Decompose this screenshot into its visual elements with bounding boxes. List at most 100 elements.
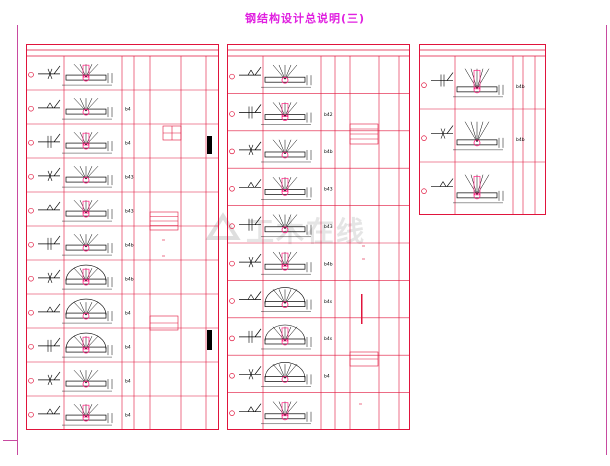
- row-circle-icon: [28, 343, 34, 350]
- row-circle-icon: [28, 207, 34, 214]
- weld-symbol-icon: [446, 125, 454, 134]
- bevel-detail-icon: [264, 324, 306, 341]
- weld-symbol-icon: [47, 170, 53, 182]
- bevel-detail-icon: [284, 214, 298, 229]
- bevel-detail-icon: [281, 177, 289, 192]
- bevel-detail-icon: [284, 102, 298, 117]
- bevel-detail-icon: [464, 68, 478, 89]
- weld-symbol-icon: [254, 216, 262, 225]
- row-circle-icon: [28, 275, 34, 282]
- bevel-detail-icon: [464, 174, 478, 195]
- bevel-detail-icon: [476, 68, 490, 89]
- bevel-detail-icon: [281, 76, 289, 84]
- bevel-detail-icon: [82, 64, 90, 78]
- weld-symbol-icon: [53, 133, 61, 143]
- bevel-detail-icon: [476, 174, 490, 195]
- weld-code-label: b4b: [516, 84, 525, 90]
- row-circle-icon: [229, 298, 235, 304]
- bevel-detail-icon: [82, 404, 90, 418]
- weld-symbol-icon: [254, 66, 262, 76]
- bevel-detail-icon: [272, 139, 286, 155]
- bevel-detail-icon: [473, 139, 481, 147]
- bevel-detail-icon: [473, 192, 481, 200]
- bevel-detail-icon: [284, 401, 298, 416]
- table-border: [227, 44, 410, 430]
- weld-symbol-icon: [254, 253, 262, 263]
- table-border: [26, 44, 219, 430]
- weld-symbol-icon: [250, 294, 255, 300]
- bevel-detail-icon: [284, 364, 292, 379]
- weld-symbol-icon: [254, 328, 262, 338]
- bevel-detail-icon: [476, 121, 484, 142]
- weld-symbol-icon: [247, 406, 252, 412]
- row-circle-icon: [421, 188, 427, 194]
- bevel-detail-icon: [281, 252, 289, 267]
- row-circle-icon: [229, 223, 235, 229]
- weld-code-label: b4b: [125, 242, 134, 248]
- bevel-detail-icon: [476, 121, 490, 142]
- weld-symbol-icon: [254, 179, 262, 188]
- bevel-detail-icon: [82, 176, 90, 184]
- weld-symbol-icon: [254, 141, 262, 151]
- bevel-detail-icon: [272, 289, 286, 304]
- weld-symbol-icon: [248, 144, 254, 156]
- weld-code-label: b4: [125, 378, 131, 384]
- row-circle-icon: [229, 111, 235, 117]
- page-title: 钢结构设计总说明(三): [244, 12, 366, 25]
- weld-symbol-icon: [47, 272, 53, 284]
- row-circle-icon: [28, 411, 34, 418]
- bevel-detail-icon: [281, 402, 289, 417]
- bevel-detail-icon: [82, 108, 90, 116]
- bevel-detail-icon: [278, 214, 286, 229]
- weld-symbol-icon: [446, 178, 454, 187]
- bevel-detail-icon: [281, 151, 289, 159]
- weld-symbol-icon: [439, 181, 444, 187]
- row-circle-icon: [28, 173, 34, 180]
- weld-symbol-icon: [247, 294, 252, 300]
- bevel-detail-icon: [473, 86, 481, 94]
- weld-symbol-icon: [247, 182, 252, 188]
- side-mark-icon: [207, 136, 212, 154]
- bevel-detail-icon: [284, 139, 298, 155]
- bevel-detail-icon: [272, 401, 286, 416]
- frame-left-border: [17, 25, 18, 455]
- weld-symbol-icon: [250, 69, 255, 76]
- row-circle-icon: [28, 71, 34, 78]
- bevel-detail-icon: [272, 102, 286, 117]
- weld-symbol-icon: [248, 256, 254, 268]
- bevel-detail-icon: [284, 326, 298, 342]
- bevel-detail-icon: [82, 268, 90, 282]
- weld-symbol-icon: [53, 65, 61, 75]
- bevel-detail-icon: [281, 188, 289, 196]
- weld-symbol-icon: [46, 408, 51, 415]
- bevel-detail-icon: [281, 114, 289, 121]
- weld-symbol-icon: [53, 303, 61, 313]
- row-circle-icon: [229, 335, 235, 342]
- bevel-detail-icon: [281, 301, 289, 308]
- bevel-detail-icon: [284, 289, 298, 304]
- bevel-detail-icon: [473, 69, 481, 90]
- bevel-detail-icon: [281, 103, 289, 117]
- bevel-detail-icon: [284, 139, 292, 155]
- weld-symbol-icon: [53, 201, 61, 211]
- weld-code-label: b4s: [324, 336, 333, 342]
- weld-code-label: b4: [324, 374, 330, 380]
- weld-symbol-icon: [440, 128, 446, 139]
- bevel-detail-icon: [470, 121, 478, 142]
- bevel-detail-icon: [464, 121, 478, 142]
- bevel-detail-icon: [272, 214, 286, 229]
- bevel-detail-icon: [82, 380, 90, 388]
- row-circle-icon: [229, 148, 235, 155]
- row-circle-icon: [229, 260, 235, 267]
- bevel-detail-icon: [82, 210, 90, 218]
- weld-code-label: b4: [125, 140, 131, 146]
- table-border: [419, 44, 546, 215]
- bevel-detail-icon: [272, 326, 286, 342]
- weld-code-label: b4: [125, 106, 131, 112]
- bevel-detail-icon: [278, 364, 286, 379]
- bevel-detail-icon: [284, 64, 298, 80]
- row-circle-icon: [28, 309, 34, 316]
- note-mark: [361, 294, 363, 324]
- bevel-detail-icon: [82, 414, 90, 422]
- weld-symbol-icon: [254, 291, 262, 300]
